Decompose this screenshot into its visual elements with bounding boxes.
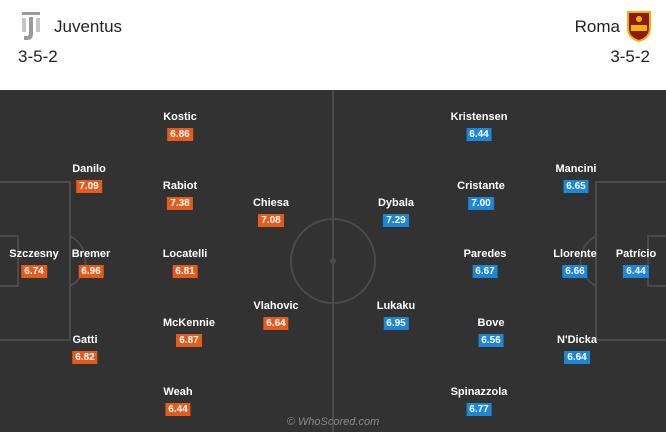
player-paredes[interactable]: Paredes 6.67 <box>463 247 507 279</box>
player-name: Mancini <box>555 163 597 175</box>
player-name: McKennie <box>163 317 215 329</box>
juventus-crest-icon <box>22 12 40 40</box>
player-gatti[interactable]: Gatti 6.82 <box>72 333 98 365</box>
player-patricio[interactable]: Patrício 6.44 <box>616 247 656 279</box>
player-name: Weah <box>163 386 193 398</box>
player-rating: 6.86 <box>167 128 193 141</box>
player-llorente[interactable]: Llorente 6.66 <box>553 247 597 279</box>
player-chiesa[interactable]: Chiesa 7.08 <box>253 196 289 228</box>
player-rating: 6.95 <box>383 317 409 330</box>
away-formation: 3-5-2 <box>610 47 650 66</box>
player-rating: 6.64 <box>263 317 289 330</box>
player-rating: 6.81 <box>172 265 198 278</box>
player-rating: 7.00 <box>468 197 494 210</box>
player-name: Danilo <box>72 163 106 175</box>
player-rating: 6.44 <box>466 128 492 141</box>
home-formation: 3-5-2 <box>18 47 58 66</box>
player-name: Patrício <box>615 248 657 260</box>
player-dybala[interactable]: Dybala 7.29 <box>378 196 414 228</box>
player-name: Dybala <box>377 197 415 209</box>
player-rating: 6.77 <box>466 403 492 416</box>
player-rating: 7.38 <box>167 197 193 210</box>
player-name: Rabiot <box>162 180 198 192</box>
roma-crest-icon <box>627 11 651 42</box>
player-name: Gatti <box>72 334 98 346</box>
player-rating: 7.29 <box>383 214 409 227</box>
home-team-name[interactable]: Juventus <box>54 17 123 36</box>
player-name: Bove <box>477 317 505 329</box>
player-rating: 6.66 <box>562 265 588 278</box>
player-name: Paredes <box>463 248 507 260</box>
player-lukaku[interactable]: Lukaku 6.95 <box>376 299 416 331</box>
player-rating: 7.09 <box>76 180 102 193</box>
player-kostic[interactable]: Kostic 6.86 <box>163 110 197 142</box>
player-rating: 6.82 <box>72 351 98 364</box>
player-vlahovic[interactable]: Vlahovic 6.64 <box>253 299 299 331</box>
player-mckennie[interactable]: McKennie 6.87 <box>163 316 215 348</box>
player-rating: 6.64 <box>564 351 590 364</box>
player-szczesny[interactable]: Szczesny 6.74 <box>9 247 59 279</box>
player-name: N'Dicka <box>557 334 597 346</box>
player-bove[interactable]: Bove 6.56 <box>477 316 505 348</box>
player-danilo[interactable]: Danilo 7.09 <box>72 162 106 194</box>
player-rating: 6.65 <box>563 180 589 193</box>
player-rating: 6.44 <box>165 403 191 416</box>
player-rating: 7.08 <box>258 214 284 227</box>
player-bremer[interactable]: Bremer 6.96 <box>71 247 111 279</box>
player-name: Vlahovic <box>253 300 299 312</box>
player-name: Kostic <box>163 111 197 123</box>
player-name: Llorente <box>553 248 597 260</box>
away-team-name[interactable]: Roma <box>574 17 620 36</box>
player-rating: 6.96 <box>78 265 104 278</box>
pitch: Szczesny 6.74 Danilo 7.09 Bremer 6.96 Gatti… <box>0 90 666 432</box>
player-locatelli[interactable]: Locatelli 6.81 <box>162 247 208 279</box>
player-name: Spinazzola <box>450 386 508 398</box>
player-weah[interactable]: Weah 6.44 <box>163 385 193 417</box>
player-cristante[interactable]: Cristante 7.00 <box>457 179 505 211</box>
player-rabiot[interactable]: Rabiot 7.38 <box>163 179 197 211</box>
player-kristensen[interactable]: Kristensen 6.44 <box>450 110 508 142</box>
player-name: Bremer <box>71 248 111 260</box>
watermark: © WhoScored.com <box>286 416 380 428</box>
player-name: Cristante <box>457 180 505 192</box>
player-ndicka[interactable]: N'Dicka 6.64 <box>557 333 597 365</box>
player-rating: 6.56 <box>478 334 504 347</box>
player-mancini[interactable]: Mancini 6.65 <box>555 162 597 194</box>
player-name: Locatelli <box>162 248 208 260</box>
player-rating: 6.67 <box>472 265 498 278</box>
player-spinazzola[interactable]: Spinazzola 6.77 <box>450 385 508 417</box>
pitch-markings <box>0 90 666 432</box>
player-name: Szczesny <box>9 248 59 260</box>
player-rating: 6.44 <box>623 265 649 278</box>
player-rating: 6.74 <box>21 265 47 278</box>
match-header: Juventus 3-5-2 Roma 3-5-2 <box>0 0 666 85</box>
player-name: Kristensen <box>450 111 508 123</box>
player-rating: 6.87 <box>176 334 202 347</box>
player-name: Lukaku <box>376 300 416 312</box>
player-name: Chiesa <box>252 197 290 209</box>
